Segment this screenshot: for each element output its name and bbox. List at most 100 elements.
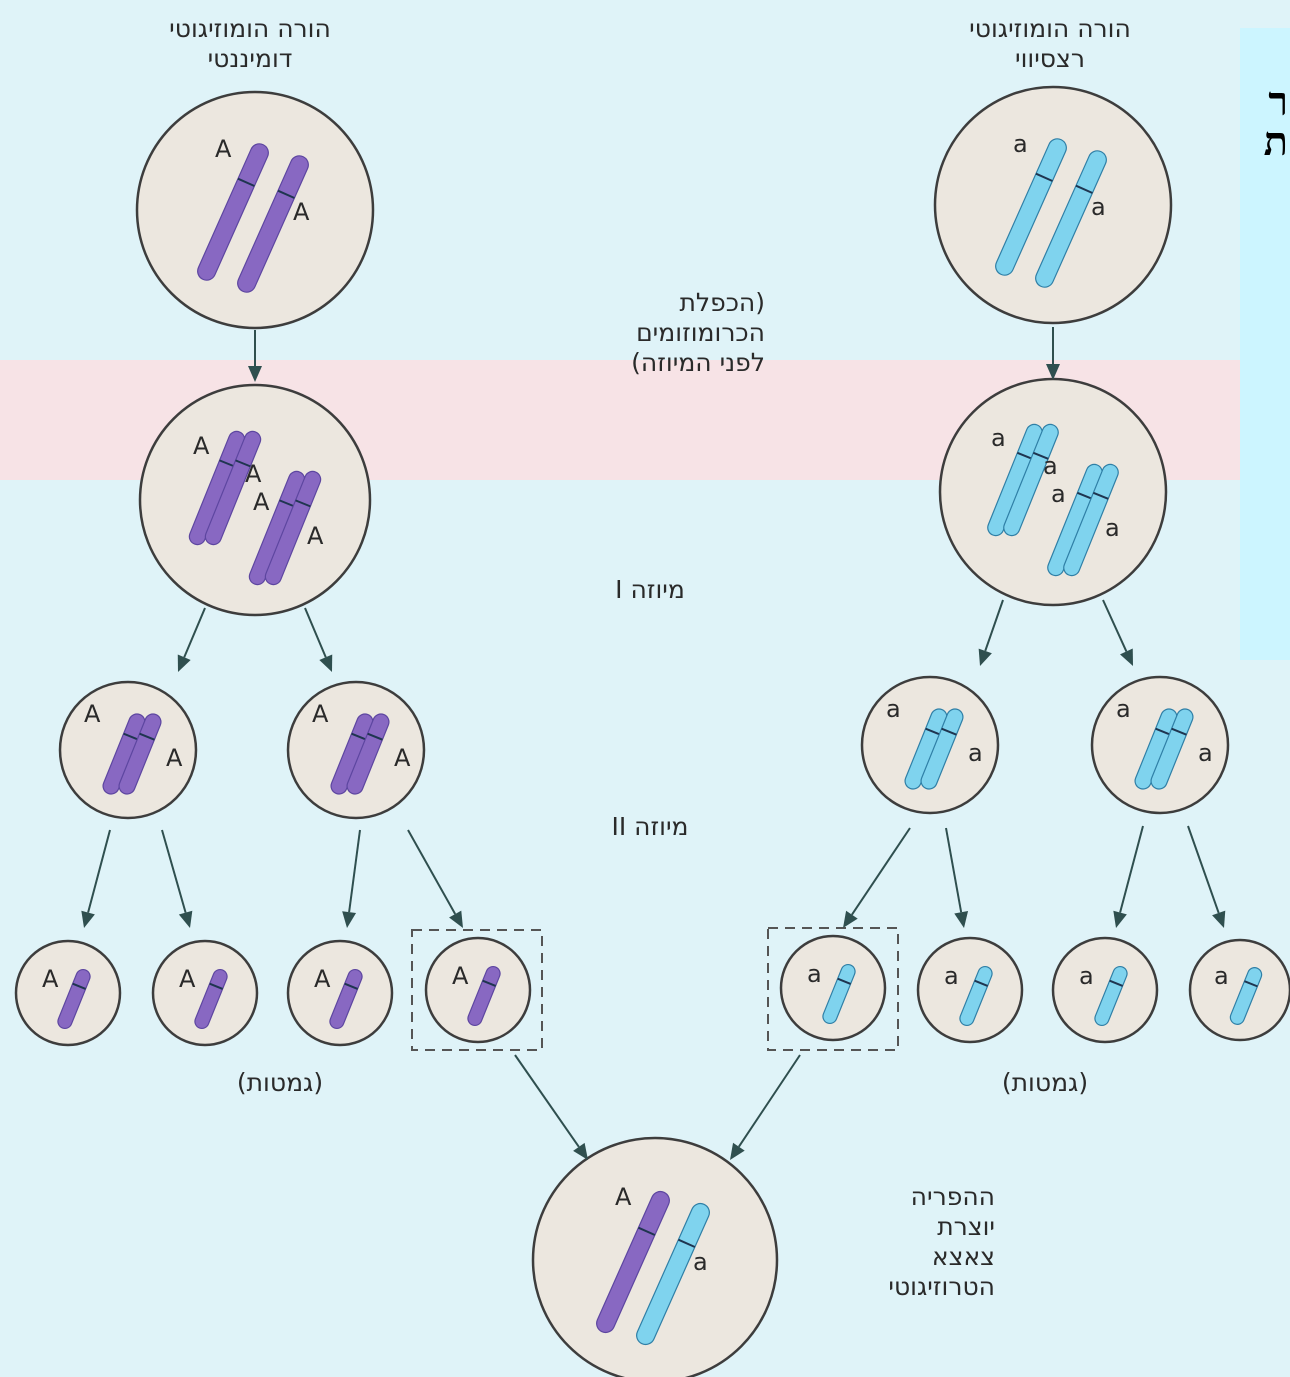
- replication-label-line1: (הכפלת: [520, 288, 765, 318]
- recessive-gamete-1-membrane: [781, 936, 885, 1040]
- fertilization-arrow-left: [515, 1055, 588, 1160]
- meiosis2-arrow-8: [1188, 826, 1225, 928]
- replication-label-line2: הכרומוזומים: [520, 318, 765, 348]
- dominant-gamete-2-membrane: [153, 941, 257, 1045]
- meiosis2-arrow-4-head: [449, 911, 463, 928]
- meiosis2-arrow-5-shaft: [852, 828, 910, 915]
- dominant-meiosis1-cell-1-allele-2: A: [166, 744, 183, 772]
- recessive-gamete-1: a: [781, 936, 885, 1040]
- replication-label-line3: לפני המיוזה): [520, 348, 765, 378]
- recessive-meiosis1-cell-2: aa: [1092, 677, 1228, 813]
- dominant-duplicated-cell-allele-1: A: [193, 432, 210, 460]
- fertilization-arrow-right-head: [730, 1143, 745, 1160]
- meiosis2-arrow-2: [162, 830, 192, 928]
- dominant-meiosis1-cell-2-allele-2: A: [394, 744, 411, 772]
- meiosis2-arrow-6-shaft: [946, 828, 961, 912]
- dominant-parent-cell-allele-2: A: [293, 198, 310, 226]
- dominant-parent-cell: AA: [137, 92, 373, 328]
- dominant-gamete-4-allele: A: [452, 962, 469, 990]
- dominant-duplicated-cell: AAAA: [140, 385, 370, 615]
- recessive-parent-label-line1: הורה הומוזיגוטי: [860, 14, 1240, 44]
- recessive-gamete-4-membrane: [1190, 940, 1290, 1040]
- gametes-label-right: (גמטות): [945, 1068, 1145, 1098]
- fertilization-label-line3: צאצא: [790, 1242, 995, 1272]
- dominant-gamete-3: A: [288, 941, 392, 1045]
- edge-glyph-bottom: ת: [1264, 122, 1288, 162]
- meiosis1-arrow-3-shaft: [985, 600, 1003, 651]
- meiosis2-arrow-7-shaft: [1120, 826, 1143, 913]
- meiosis2-arrow-3: [342, 830, 360, 928]
- fertilization-label-line2: יוצרת: [790, 1212, 995, 1242]
- heterozygous-offspring-cell-allele-2: a: [693, 1248, 708, 1276]
- dominant-duplicated-cell-allele-4: A: [307, 522, 324, 550]
- recessive-gamete-2-membrane: [918, 938, 1022, 1042]
- dominant-gamete-3-allele: A: [314, 965, 331, 993]
- meiosis1-arrow-1: [178, 608, 205, 672]
- recessive-duplicated-cell-allele-4: a: [1105, 514, 1120, 542]
- fertilization-arrow-right-shaft: [739, 1055, 800, 1147]
- recessive-parent-cell-allele-1: a: [1013, 130, 1028, 158]
- meiosis2-arrow-6-head: [954, 911, 968, 928]
- meiosis-1-label: מיוזה I: [560, 575, 740, 605]
- recessive-gamete-2: a: [918, 938, 1022, 1042]
- recessive-meiosis1-cell-2-allele-2: a: [1198, 739, 1213, 767]
- recessive-parent-cell: aa: [935, 87, 1171, 323]
- recessive-gamete-4: a: [1190, 940, 1290, 1040]
- heterozygous-offspring-cell-allele-1: A: [615, 1183, 632, 1211]
- recessive-meiosis1-cell-2-allele-1: a: [1116, 695, 1131, 723]
- dominant-meiosis1-cell-1-allele-1: A: [84, 700, 101, 728]
- meiosis2-arrow-5-head: [843, 911, 858, 928]
- meiosis2-arrow-4: [408, 830, 463, 928]
- meiosis2-arrow-7: [1113, 826, 1143, 928]
- recessive-meiosis1-cell-1: aa: [862, 677, 998, 813]
- meiosis2-arrow-5: [843, 828, 910, 928]
- heterozygous-offspring-cell-membrane: [533, 1138, 777, 1377]
- dominant-parent-cell-allele-1: A: [215, 135, 232, 163]
- dominant-parent-label-line2: דומיננטי: [60, 44, 440, 74]
- dominant-parent-label-line1: הורה הומוזיגוטי: [60, 14, 440, 44]
- meiosis2-arrow-1-head: [81, 911, 95, 928]
- dominant-duplicated-cell-allele-3: A: [253, 488, 270, 516]
- dominant-meiosis1-cell-2: AA: [288, 682, 424, 818]
- recessive-duplicated-cell-allele-3: a: [1051, 480, 1066, 508]
- fertilization-label: ההפריה יוצרת צאצא הטרוזיגוטי: [790, 1182, 995, 1302]
- dominant-gamete-2: A: [153, 941, 257, 1045]
- recessive-duplicated-cell-allele-2: a: [1043, 452, 1058, 480]
- dominant-gamete-2-allele: A: [179, 965, 196, 993]
- meiosis1-arrow-2: [305, 608, 332, 672]
- fertilization-label-line1: ההפריה: [790, 1182, 995, 1212]
- dominant-gamete-1-membrane: [16, 941, 120, 1045]
- meiosis2-arrow-8-head: [1212, 911, 1225, 928]
- meiosis1-arrow-4: [1103, 600, 1133, 666]
- meiosis2-arrow-1: [81, 830, 110, 928]
- meiosis1-arrow-1-shaft: [184, 608, 205, 657]
- dominant-parent-label: הורה הומוזיגוטי דומיננטי: [60, 14, 440, 74]
- meiosis2-arrow-7-head: [1113, 911, 1127, 928]
- dominant-gamete-4-membrane: [426, 938, 530, 1042]
- dominant-meiosis1-cell-2-allele-1: A: [312, 700, 329, 728]
- heterozygous-offspring-cell: Aa: [533, 1138, 777, 1377]
- recessive-gamete-3: a: [1053, 938, 1157, 1042]
- dominant-parent-cell-membrane: [137, 92, 373, 328]
- recessive-gamete-2-allele: a: [944, 962, 959, 990]
- meiosis1-arrow-3: [979, 600, 1003, 666]
- dominant-duplicated-cell-allele-2: A: [245, 460, 262, 488]
- dominant-gamete-3-membrane: [288, 941, 392, 1045]
- recessive-parent-label-line2: רצסיווי: [860, 44, 1240, 74]
- fertilization-arrow-right: [730, 1055, 800, 1160]
- fertilization-arrow-left-shaft: [515, 1055, 579, 1147]
- gametes-label-left: (גמטות): [180, 1068, 380, 1098]
- recessive-parent-cell-allele-2: a: [1091, 193, 1106, 221]
- replication-label: (הכפלת הכרומוזומים לפני המיוזה): [520, 288, 765, 378]
- meiosis2-arrow-2-head: [179, 911, 192, 928]
- meiosis2-arrow-2-shaft: [162, 830, 186, 913]
- recessive-duplicated-cell-allele-1: a: [991, 424, 1006, 452]
- meiosis2-arrow-1-shaft: [88, 830, 110, 913]
- meiosis1-arrow-3-head: [979, 649, 992, 666]
- meiosis-2-label: מיוזה II: [560, 812, 740, 842]
- recessive-gamete-3-membrane: [1053, 938, 1157, 1042]
- recessive-meiosis1-cell-1-allele-1: a: [886, 695, 901, 723]
